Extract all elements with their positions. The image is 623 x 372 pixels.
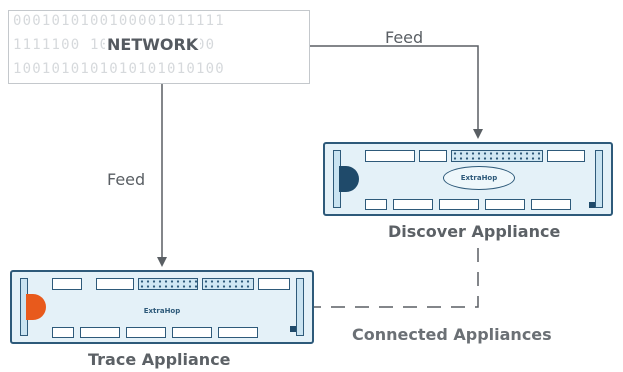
port-panel — [451, 150, 543, 162]
power-indicator — [589, 202, 595, 208]
network-label: NETWORK — [105, 35, 201, 54]
drive-slot — [258, 278, 290, 290]
drive-bay — [218, 327, 258, 338]
connected-dashed-line — [312, 248, 479, 308]
discover-appliance: ExtraHop — [323, 142, 613, 216]
connected-appliances-label: Connected Appliances — [352, 325, 552, 344]
trace-appliance: ExtraHop — [10, 270, 314, 344]
drive-bay — [52, 327, 74, 338]
drive-bay — [365, 199, 387, 210]
drive-slot — [96, 278, 134, 290]
drive-bay — [80, 327, 120, 338]
drive-slot — [365, 150, 415, 162]
extrahop-logo: ExtraHop — [443, 166, 515, 190]
bay-row — [52, 327, 258, 338]
feed-label-trace: Feed — [107, 170, 146, 189]
drive-bay — [172, 327, 212, 338]
appliance-handle — [339, 166, 359, 192]
drive-bay — [126, 327, 166, 338]
rack-rail-right — [595, 150, 603, 208]
appliance-handle — [26, 294, 46, 320]
bay-row — [365, 199, 571, 210]
drive-slot — [419, 150, 447, 162]
binary-row-3: 1001010101010101010100 — [13, 61, 225, 77]
binary-row-1: 0001010100100001011111 — [13, 13, 225, 29]
power-indicator — [290, 326, 296, 332]
trace-appliance-caption: Trace Appliance — [88, 350, 231, 369]
network-box: 0001010100100001011111 1111100 100100100… — [8, 10, 310, 84]
drive-slot — [547, 150, 585, 162]
rack-rail-right — [296, 278, 304, 336]
logo-text: ExtraHop — [460, 174, 498, 182]
extrahop-logo: ExtraHop — [122, 300, 202, 318]
port-panel — [138, 278, 198, 290]
feed-label-discover: Feed — [385, 28, 424, 47]
discover-appliance-caption: Discover Appliance — [388, 222, 561, 241]
drive-slot — [52, 278, 82, 290]
port-panel — [202, 278, 254, 290]
drive-bay — [531, 199, 571, 210]
drive-bay — [439, 199, 479, 210]
logo-text: ExtraHop — [143, 307, 181, 315]
feed-line-discover — [308, 45, 483, 139]
drive-bay — [393, 199, 433, 210]
drive-bay — [485, 199, 525, 210]
